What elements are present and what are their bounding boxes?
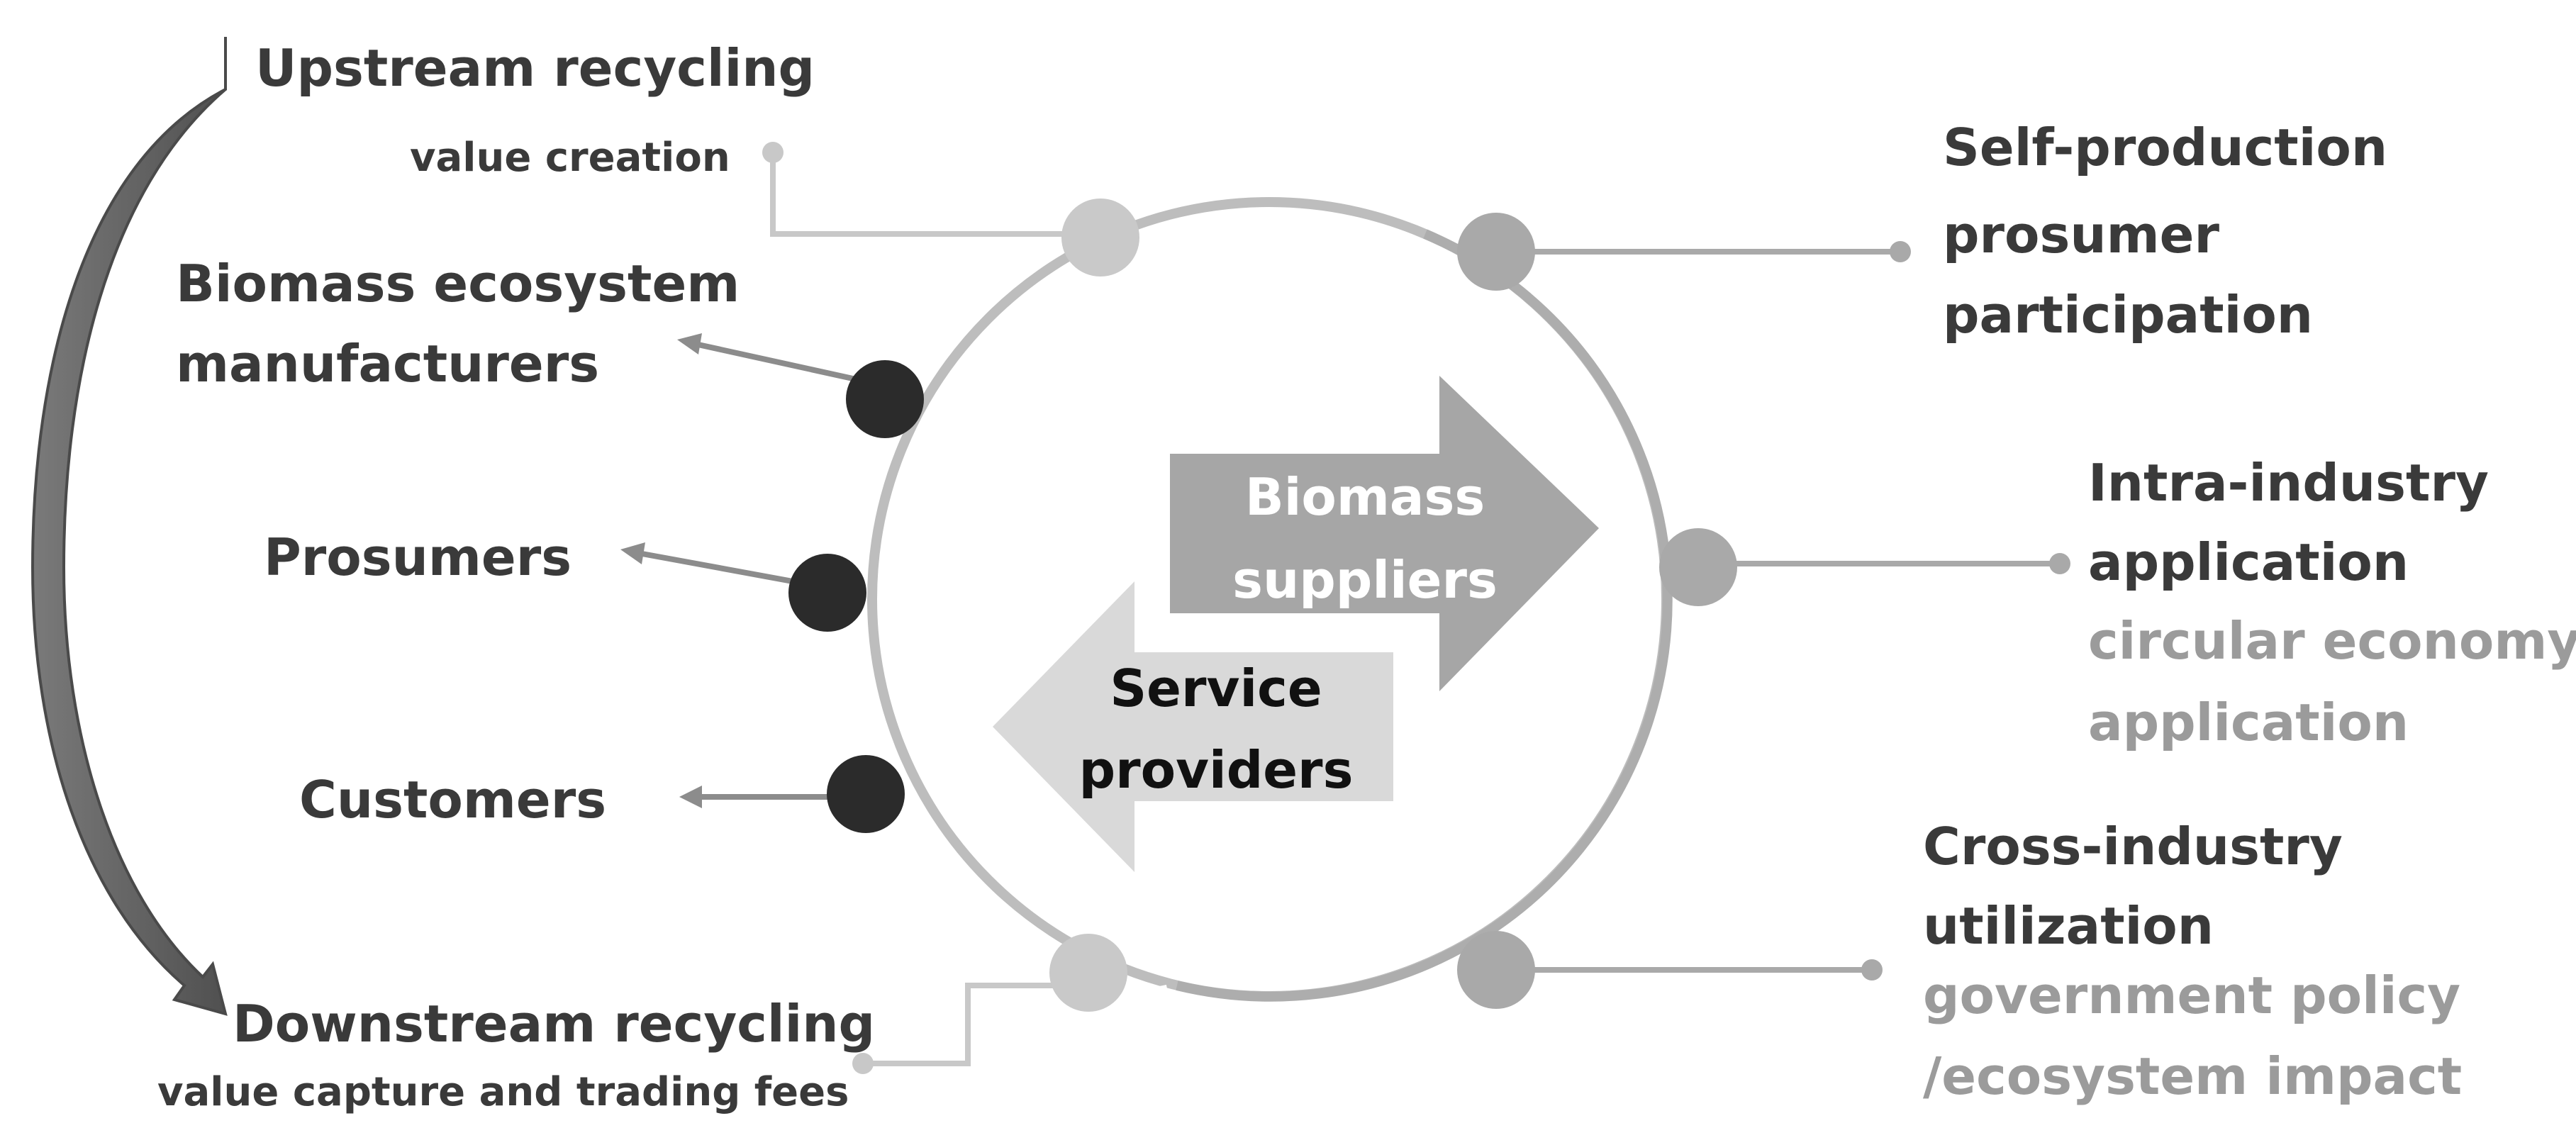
self-production-label-line2: prosumer (1943, 205, 2219, 264)
intra-industry-label-line1: Intra-industry (2088, 453, 2489, 513)
service-providers-arrow (993, 581, 1393, 872)
intra-industry-label-line2: application (2088, 532, 2409, 592)
self-production-connector-dot (1890, 241, 1911, 262)
ring-gap-bottom (1159, 985, 1171, 1007)
upstream-to-downstream-curved-arrow (30, 37, 228, 1016)
customers-node (827, 755, 905, 833)
value-capture-label: value capture and trading fees (157, 1069, 849, 1115)
cross-industry-label-line1: Cross-industry (1923, 817, 2343, 876)
biomass-manufacturers-label-line2: manufacturers (176, 334, 600, 393)
cross-industry-node (1457, 931, 1535, 1009)
circular-economy-label-line1: circular economy (2088, 611, 2576, 671)
upstream-connector (770, 152, 1100, 237)
customers-label: Customers (299, 770, 607, 830)
biomass-manufacturers-pointer (677, 333, 873, 386)
downstream-node (1049, 934, 1127, 1012)
cross-industry-label-line2: utilization (1923, 896, 2214, 956)
upstream-connector-dot (762, 142, 784, 163)
ecosystem-ring-right-half (1176, 229, 1673, 1002)
government-policy-label-line1: government policy (1923, 966, 2461, 1025)
circular-economy-label-line2: application (2088, 693, 2409, 752)
cross-industry-connector-dot (1861, 959, 1883, 981)
biomass-suppliers-label-line1: Biomass (1244, 467, 1485, 527)
customers-pointer (679, 786, 847, 808)
prosumers-node (788, 554, 866, 632)
service-providers-label-line2: providers (1078, 740, 1354, 800)
intra-industry-connector-dot (2049, 553, 2070, 574)
prosumers-pointer (620, 542, 813, 588)
value-creation-label: value creation (410, 135, 730, 181)
downstream-connector (863, 983, 1088, 1066)
biomass-suppliers-arrow (1170, 376, 1599, 691)
self-production-node (1457, 213, 1535, 291)
upstream-node (1061, 199, 1139, 277)
service-providers-label-line1: Service (1110, 659, 1322, 718)
government-policy-label-line2: /ecosystem impact (1923, 1046, 2463, 1106)
self-production-label-line3: participation (1943, 285, 2314, 345)
biomass-suppliers-label-line2: suppliers (1232, 550, 1498, 610)
biomass-manufacturers-label-line1: Biomass ecosystem (176, 254, 740, 313)
prosumers-label: Prosumers (264, 527, 572, 587)
ring-gap-top (1404, 191, 1415, 213)
upstream-recycling-label: Upstream recycling (255, 38, 815, 98)
downstream-connector-dot (852, 1053, 874, 1074)
intra-industry-node (1659, 528, 1737, 606)
biomass-manufacturers-node (846, 360, 924, 438)
downstream-recycling-label: Downstream recycling (233, 994, 876, 1054)
self-production-label-line1: Self-production (1943, 118, 2388, 177)
